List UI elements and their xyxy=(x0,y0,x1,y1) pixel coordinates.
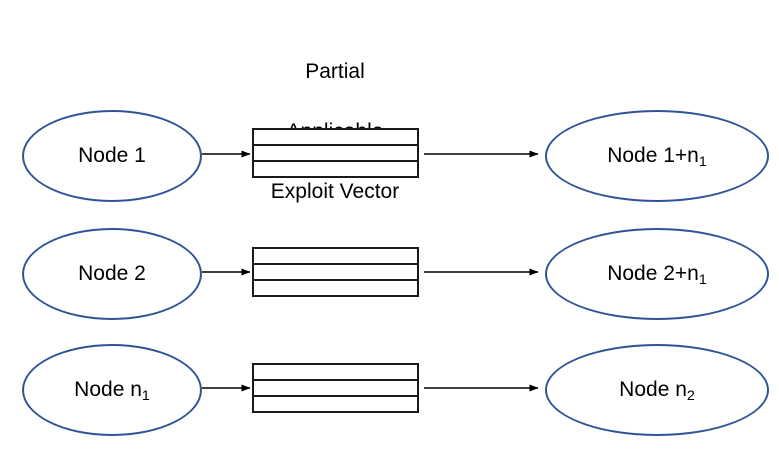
exploit-vector-box-1[interactable] xyxy=(252,128,419,178)
vector-cell xyxy=(254,265,417,281)
vector-cell xyxy=(254,365,417,381)
vector-cell xyxy=(254,146,417,162)
vector-cell xyxy=(254,130,417,146)
vector-cell xyxy=(254,281,417,295)
vector-title-line-3: Exploit Vector xyxy=(270,180,400,203)
vector-cell xyxy=(254,249,417,265)
vector-title-line-1: Partial xyxy=(305,60,365,83)
exploit-vector-box-2[interactable] xyxy=(252,247,419,297)
source-node-1[interactable]: Node 1 xyxy=(22,110,202,202)
vector-cell xyxy=(254,381,417,397)
target-node-2-label: Node 2+n1 xyxy=(607,262,707,288)
vector-cell xyxy=(254,397,417,411)
target-node-1[interactable]: Node 1+n1 xyxy=(545,110,769,202)
source-node-2-label: Node 2 xyxy=(78,262,146,285)
exploit-vector-box-3[interactable] xyxy=(252,363,419,413)
source-node-3[interactable]: Node n1 xyxy=(22,344,202,436)
target-node-1-label: Node 1+n1 xyxy=(607,144,707,170)
target-node-2[interactable]: Node 2+n1 xyxy=(545,228,769,320)
target-node-3-label: Node n2 xyxy=(619,378,695,404)
source-node-1-label: Node 1 xyxy=(78,144,146,167)
source-node-3-label: Node n1 xyxy=(74,378,150,404)
vector-cell xyxy=(254,162,417,176)
target-node-3[interactable]: Node n2 xyxy=(545,344,769,436)
source-node-2[interactable]: Node 2 xyxy=(22,228,202,320)
